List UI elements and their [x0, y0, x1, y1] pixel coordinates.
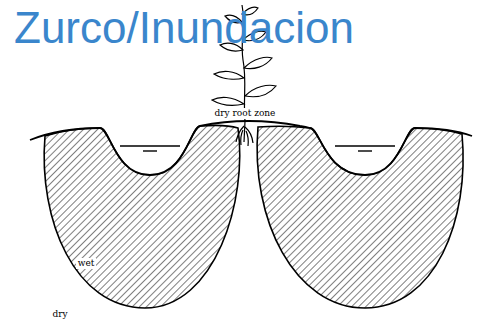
soil-label: wet	[76, 258, 97, 269]
water-level	[120, 146, 395, 151]
soil-label: dry	[50, 309, 69, 320]
furrow-water	[118, 146, 182, 175]
soil-surface	[30, 121, 472, 175]
diagram-title: Zurco/Inundacion	[12, 6, 356, 50]
wet-bulb	[44, 125, 240, 308]
wet-bulb	[257, 126, 463, 308]
plant-roots	[236, 121, 253, 146]
furrow-water	[333, 146, 397, 175]
zone-label: dry root zone	[213, 108, 278, 119]
